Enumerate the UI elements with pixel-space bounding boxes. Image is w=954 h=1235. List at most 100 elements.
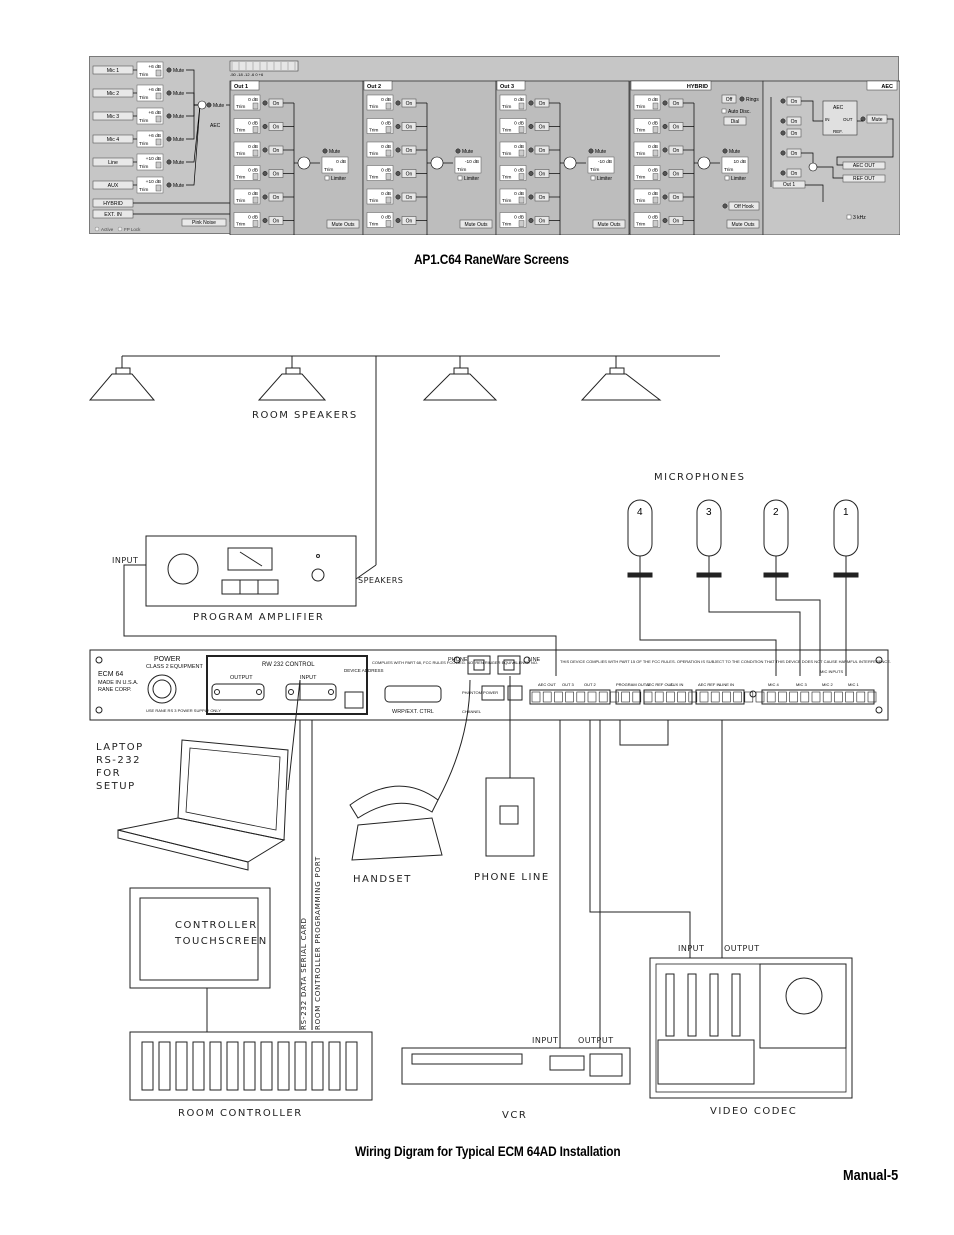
codec-output-label: OUTPUT [724, 944, 760, 953]
trim-label: Trim [369, 151, 378, 157]
aec-ref-label: REF. [833, 129, 843, 134]
panel-title: HYBRID [687, 84, 708, 90]
input-mute-label: Mute [173, 137, 184, 143]
input-trim-label: Trim [139, 141, 148, 147]
aec-tap-label: AEC [210, 123, 221, 129]
room-controller-port-label: ROOM CONTROLLER PROGRAMMING PORT [314, 856, 322, 1030]
matrix-on-button-label: On [406, 101, 413, 107]
trim-spinner [652, 196, 659, 204]
trim-spinner [385, 196, 392, 204]
terminal-screw [811, 691, 821, 703]
matrix-on-button: On [534, 216, 550, 225]
matrix-on-button: On [534, 145, 550, 155]
trim-spinner [252, 173, 259, 180]
aec-on-led [780, 170, 786, 176]
matrix-on-button-label: On [539, 101, 546, 107]
aec-on-button-label: On [791, 99, 798, 105]
matrix-on-button-label: On [273, 101, 280, 107]
matrix-on-led [395, 218, 401, 223]
matrix-on-button: On [268, 216, 284, 225]
speaker-2 [257, 356, 327, 401]
matrix-on-button: On [268, 98, 284, 108]
trim-label: Trim [502, 151, 511, 157]
dial-button-label: Dial [731, 119, 740, 125]
controller-label-line: TOUCHSCREEN [174, 936, 268, 947]
vcr-unit [401, 1047, 631, 1085]
matrix-on-led [528, 218, 534, 223]
trim-spinner [385, 220, 392, 227]
limiter-label: Limiter [331, 176, 346, 182]
terminal-screw [587, 691, 597, 703]
terminal-screw [867, 691, 877, 703]
matrix-on-led [662, 124, 668, 129]
matrix-on-button-label: On [539, 172, 546, 178]
phone-wall-jack [485, 777, 535, 857]
matrix-on-button: On [534, 169, 550, 178]
vcr-input-label: INPUT [532, 1036, 558, 1045]
ref-out-button: REF OUT [842, 174, 886, 183]
aec-on-led [780, 98, 786, 104]
terminal-label: MIC 1 [848, 682, 859, 687]
controller-slot [192, 1041, 205, 1091]
matrix-on-led [662, 147, 668, 153]
ecm-corp-label: RANE CORP. [98, 687, 132, 693]
matrix-on-button: On [534, 192, 550, 202]
terminal-screw [822, 691, 832, 703]
out-trim-box [587, 156, 615, 174]
ecm-power-label: POWER [154, 656, 180, 663]
terminal-label: LINE IN [720, 682, 734, 687]
trim-label: Trim [369, 104, 378, 110]
aec-on-button-frame [786, 168, 802, 178]
aec-on-button: On [786, 168, 802, 178]
matrix-on-button: On [668, 216, 684, 225]
matrix-on-led [528, 194, 534, 200]
terminal-screw [654, 691, 664, 703]
trim-spinner [518, 196, 525, 204]
controller-slot [158, 1041, 171, 1091]
screenshot-caption: AP1.C64 RaneWare Screens [414, 251, 569, 267]
terminal-label: AEC REF IN [698, 682, 721, 687]
matrix-on-button-label: On [673, 101, 680, 107]
meter-scale-label: -50 -18 -12 -6 0 +6 [230, 72, 264, 77]
output-sum-node [297, 156, 311, 170]
trim-gain-value: 0 dB [648, 97, 658, 103]
output-sum-node [697, 156, 711, 170]
out-mute-led [722, 148, 728, 154]
terminal-screw [688, 691, 698, 703]
trim-spinner [385, 126, 392, 133]
channel-label: CHANNEL [462, 709, 482, 714]
signal-line [801, 152, 814, 163]
level-meter [229, 60, 299, 72]
out-trim-label: Trim [590, 167, 599, 173]
output-sum-node [563, 156, 577, 170]
matrix-on-button-label: On [539, 195, 546, 201]
signal-line [801, 100, 823, 122]
input-mute-led [166, 90, 172, 96]
aec-mute-button-label: Mute [871, 117, 882, 123]
input-line: Line [92, 157, 134, 167]
input-mic-3-label: Mic 3 [107, 114, 120, 120]
trim-label: Trim [369, 175, 378, 181]
input-mute-label: Mute [173, 114, 184, 120]
input-hybrid-label: HYBRID [103, 201, 123, 207]
trim-spinner [652, 220, 659, 227]
trim-label: Trim [236, 104, 245, 110]
input-ext-in-label: EXT. IN [104, 212, 122, 218]
trim-label: Trim [636, 128, 645, 134]
input-mute-label: Mute [173, 91, 184, 97]
matrix-on-button-label: On [673, 195, 680, 201]
video-codec-label: VIDEO CODEC [710, 1106, 797, 1117]
terminal-screw [834, 691, 843, 703]
trim-spinner [518, 220, 525, 227]
matrix-on-button-label: On [673, 172, 680, 178]
controller-slot [226, 1041, 239, 1091]
trim-gain-value: 0 dB [248, 144, 258, 150]
matrix-on-button: On [401, 192, 417, 202]
